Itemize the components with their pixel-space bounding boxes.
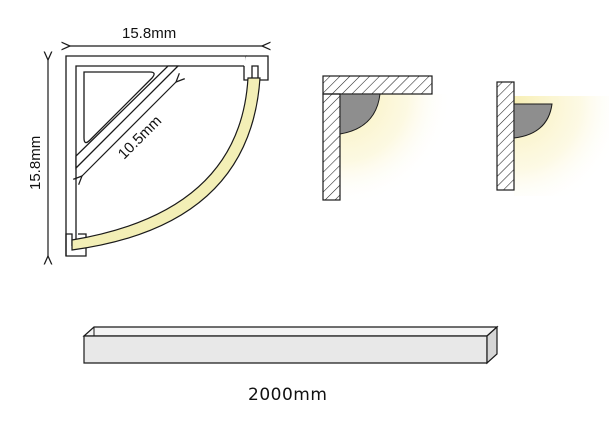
profile-cross-section: 15.8mm 15.8mm 10.5mm — [27, 25, 268, 256]
bar-top-face — [82, 326, 499, 337]
wall-hatch — [496, 81, 515, 191]
profile-top-clip — [243, 55, 269, 81]
wall-installation — [496, 81, 609, 196]
wall-hatch — [322, 93, 341, 201]
length-label: 2000mm — [248, 385, 327, 405]
bar-front-face — [83, 335, 488, 364]
width-dimension-label: 15.8mm — [122, 25, 176, 42]
ceiling-corner-installation — [322, 75, 460, 204]
ceiling-hatch — [322, 75, 433, 95]
profile-shadow-shape — [513, 103, 553, 139]
bar-end-face — [486, 325, 498, 365]
led-diffuser-cover — [71, 77, 261, 251]
height-dimension-label: 15.8mm — [27, 136, 44, 190]
diagonal-dimension-line — [82, 82, 176, 176]
profile-length-bar: 2000mm — [82, 325, 499, 405]
profile-shadow-shape — [339, 93, 381, 135]
